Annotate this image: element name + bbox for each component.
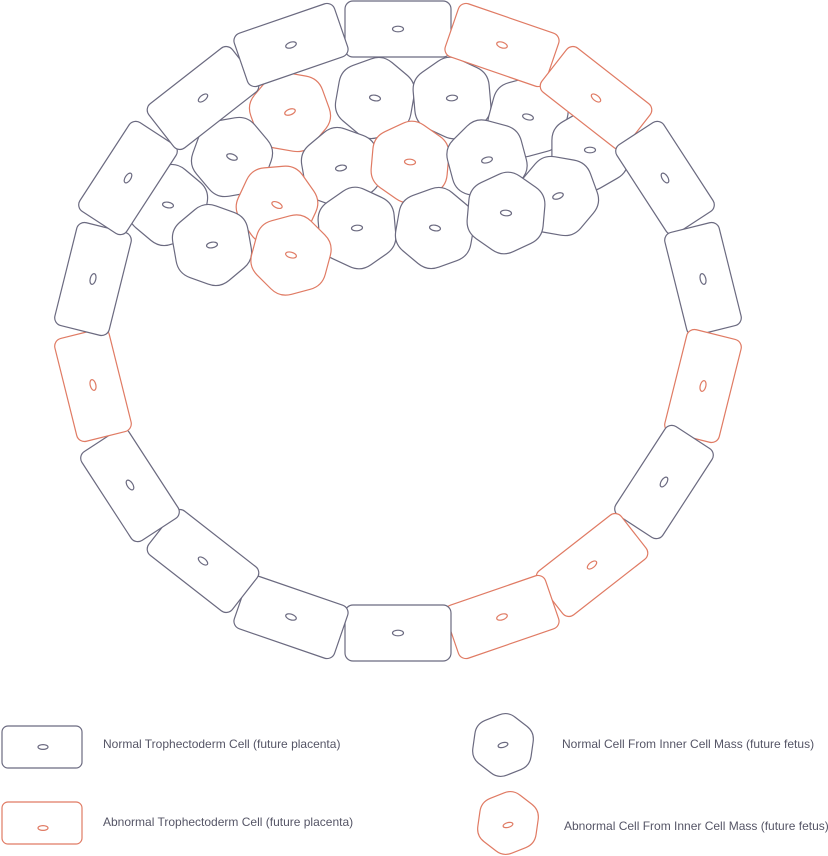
trophectoderm-cell	[444, 2, 560, 88]
trophectoderm-cell-membrane	[233, 2, 349, 88]
trophectoderm-cell-nucleus	[496, 613, 508, 621]
icm-cell-nucleus	[161, 201, 175, 209]
trophectoderm-cell-nucleus	[125, 479, 135, 491]
trophectoderm-cell-nucleus	[496, 41, 508, 49]
icm-cell	[466, 171, 546, 255]
legend-nucleus-normal-trophectoderm	[37, 743, 49, 750]
icm-cell-nucleus	[350, 224, 364, 232]
trophectoderm-cell-membrane	[344, 604, 452, 662]
trophectoderm-cell-nucleus	[197, 556, 209, 566]
trophectoderm-cell	[539, 45, 653, 151]
icm-cell-membrane	[250, 214, 332, 296]
trophectoderm-cell-membrane	[78, 120, 178, 236]
trophectoderm-cell	[344, 0, 452, 58]
trophectoderm-cell-membrane	[344, 0, 452, 58]
trophectoderm-cell	[54, 327, 132, 443]
icm-cell	[171, 203, 253, 287]
trophectoderm-cell-membrane	[615, 120, 715, 236]
icm-cell-nucleus	[334, 164, 348, 172]
icm-cell-nucleus	[271, 200, 283, 210]
legend-swatch-normal-icm	[472, 712, 534, 778]
legend-item-normal-icm: Normal Cell From Inner Cell Mass (future…	[472, 712, 814, 778]
trophectoderm-cell	[344, 604, 452, 662]
trophectoderm-cell	[233, 574, 349, 660]
trophectoderm-cell-membrane	[54, 221, 132, 337]
trophectoderm-cell-nucleus	[89, 273, 97, 285]
trophectoderm-cell	[664, 328, 742, 444]
icm-cell-nucleus	[445, 94, 459, 102]
legend-item-normal-trophectoderm: Normal Trophectoderm Cell (future placen…	[1, 725, 340, 769]
icm-cell-nucleus	[285, 251, 297, 259]
trophectoderm-cell-membrane	[444, 574, 560, 660]
trophectoderm-cell-nucleus	[586, 560, 598, 570]
trophectoderm-cell-nucleus	[660, 172, 670, 184]
icm-cell	[394, 186, 476, 270]
trophectoderm-cell	[664, 221, 742, 337]
trophectoderm-ring	[54, 0, 742, 662]
icm-cell-nucleus	[552, 192, 564, 200]
icm-cell-membrane	[466, 171, 546, 255]
legend-label-abnormal-trophectoderm: Abnormal Trophectoderm Cell (future plac…	[103, 815, 353, 829]
icm-cell-nucleus	[368, 94, 382, 102]
trophectoderm-cell	[614, 424, 714, 540]
icm-cell	[250, 214, 332, 296]
icm-cell-nucleus	[284, 108, 296, 116]
legend-label-normal-icm: Normal Cell From Inner Cell Mass (future…	[562, 737, 814, 751]
icm-cell-membrane	[317, 186, 397, 270]
icm-cell-nucleus	[583, 146, 597, 154]
trophectoderm-cell-nucleus	[89, 379, 97, 391]
icm-cell-nucleus	[481, 156, 493, 164]
trophectoderm-cell	[444, 574, 560, 660]
legend-item-abnormal-trophectoderm: Abnormal Trophectoderm Cell (future plac…	[1, 801, 353, 845]
legend-label-normal-trophectoderm: Normal Trophectoderm Cell (future placen…	[103, 737, 340, 751]
trophectoderm-cell-nucleus	[659, 476, 669, 488]
trophectoderm-cell-nucleus	[285, 613, 297, 621]
trophectoderm-cell-nucleus	[391, 25, 405, 33]
legend-label-abnormal-icm: Abnormal Cell From Inner Cell Mass (futu…	[564, 819, 828, 833]
legend: Normal Trophectoderm Cell (future placen…	[1, 712, 828, 856]
trophectoderm-cell-nucleus	[123, 172, 133, 184]
trophectoderm-cell	[78, 120, 178, 236]
icm-cell-nucleus	[226, 153, 238, 161]
icm-cell	[317, 186, 397, 270]
trophectoderm-cell-membrane	[664, 221, 742, 337]
legend-swatch-normal-trophectoderm	[1, 725, 83, 769]
inner-cell-mass	[127, 56, 629, 296]
trophectoderm-cell-nucleus	[197, 93, 209, 103]
trophectoderm-cell	[615, 120, 715, 236]
trophectoderm-cell-membrane	[233, 574, 349, 660]
legend-swatch-abnormal-trophectoderm	[1, 801, 83, 845]
trophectoderm-cell	[54, 221, 132, 337]
icm-cell-nucleus	[403, 158, 417, 166]
trophectoderm-cell	[233, 2, 349, 88]
legend-swatch-abnormal-icm	[477, 790, 539, 856]
legend-nucleus-normal-icm	[497, 741, 509, 749]
trophectoderm-cell-membrane	[614, 424, 714, 540]
icm-cell-nucleus	[205, 241, 219, 249]
trophectoderm-cell-nucleus	[699, 273, 707, 285]
trophectoderm-cell-membrane	[80, 427, 180, 543]
icm-cell-nucleus	[499, 209, 513, 217]
legend-nucleus-abnormal-icm	[502, 821, 514, 829]
trophectoderm-cell-membrane	[539, 45, 653, 151]
trophectoderm-cell-nucleus	[590, 93, 602, 103]
trophectoderm-cell-nucleus	[285, 41, 297, 49]
trophectoderm-cell	[80, 427, 180, 543]
icm-cell-nucleus	[428, 224, 442, 232]
legend-nucleus-abnormal-trophectoderm	[37, 824, 49, 831]
icm-cell-nucleus	[522, 113, 534, 121]
legend-item-abnormal-icm: Abnormal Cell From Inner Cell Mass (futu…	[477, 790, 828, 856]
trophectoderm-cell-membrane	[54, 327, 132, 443]
trophectoderm-cell-nucleus	[391, 629, 405, 637]
trophectoderm-cell-membrane	[444, 2, 560, 88]
trophectoderm-cell-nucleus	[699, 380, 707, 392]
